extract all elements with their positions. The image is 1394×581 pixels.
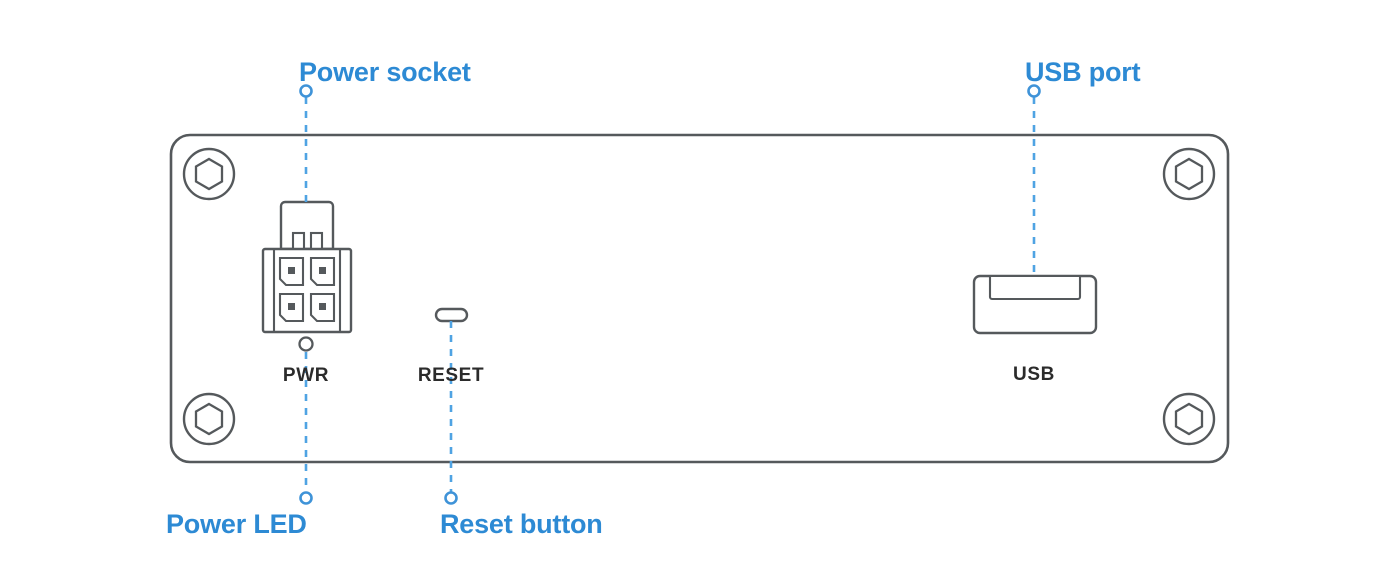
- leader-dot-power-led: [299, 491, 313, 505]
- silk-label-reset: RESET: [418, 365, 484, 386]
- callout-label-reset-button: Reset button: [440, 509, 603, 539]
- callout-label-power-led: Power LED: [166, 509, 307, 539]
- leader-dot-usb-port: [1027, 84, 1041, 98]
- leader-dot-reset-button: [444, 491, 458, 505]
- callout-label-power-socket: Power socket: [299, 57, 471, 87]
- usb-receptacle: [972, 274, 1098, 335]
- silk-label-pwr: PWR: [283, 365, 329, 386]
- leader-dot-power-socket: [299, 84, 313, 98]
- power-connector: [261, 200, 353, 334]
- reset-switch: [434, 307, 469, 323]
- screw-bottom-left: [182, 392, 236, 446]
- screw-top-right: [1162, 147, 1216, 201]
- screw-bottom-right: [1162, 392, 1216, 446]
- leader-reset-button: [444, 321, 458, 505]
- silk-label-usb: USB: [1013, 364, 1055, 385]
- screw-top-left: [182, 147, 236, 201]
- power-led-indicator: [298, 336, 314, 352]
- enclosure-outline: [169, 133, 1230, 464]
- enclosure-group: [169, 133, 1230, 464]
- leader-power-led: [299, 352, 313, 505]
- leader-power-socket: [299, 84, 313, 203]
- leader-usb-port: [1027, 84, 1041, 277]
- callout-label-usb-port: USB port: [1025, 57, 1141, 87]
